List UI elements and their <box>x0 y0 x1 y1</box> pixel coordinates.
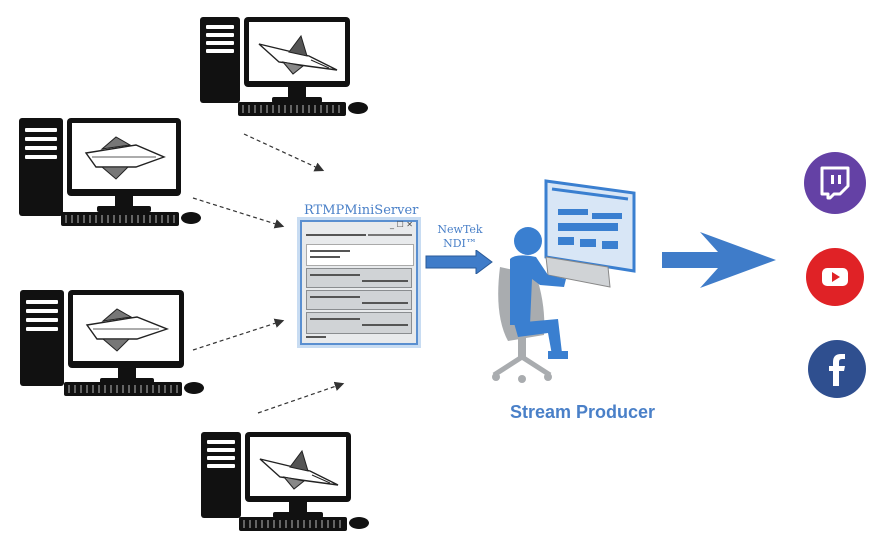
ndi-line1: NewTek <box>437 223 483 236</box>
output-arrow <box>662 232 776 288</box>
spaceship-icon <box>258 34 338 75</box>
keyboard <box>238 102 346 116</box>
stream-producer-label: Stream Producer <box>510 402 656 422</box>
spaceship-icon <box>259 449 339 490</box>
mouse <box>348 102 368 114</box>
monitor-screen <box>73 295 179 361</box>
dashed-arrow-2 <box>192 197 285 229</box>
computer-top <box>200 17 370 117</box>
computer-bottom <box>201 432 371 532</box>
rtmp-server-window: _ ☐ ✕ <box>300 220 418 345</box>
twitch-icon <box>804 152 866 214</box>
producer-person <box>510 227 568 359</box>
stream-producer-illustration <box>492 179 636 383</box>
monitor-screen <box>249 22 345 81</box>
tower <box>200 17 240 103</box>
ndi-arrow <box>425 250 493 274</box>
spaceship-icon <box>84 136 166 180</box>
dashed-arrow-4 <box>257 381 345 414</box>
producer-monitor <box>544 179 636 273</box>
facebook-icon <box>808 340 866 398</box>
monitor-screen <box>250 437 346 496</box>
dashed-arrow-3 <box>192 318 285 351</box>
server-title: RTMPMiniServer <box>304 203 419 218</box>
youtube-icon <box>806 248 864 306</box>
computer-left-upper <box>19 118 203 228</box>
spaceship-icon <box>85 308 170 352</box>
producer-keyboard <box>545 256 611 288</box>
monitor-screen <box>72 123 176 189</box>
ndi-label: NewTek NDI™ <box>430 223 490 251</box>
monitor <box>244 17 350 87</box>
window-controls: _ ☐ ✕ <box>390 220 413 229</box>
ndi-line2: NDI™ <box>443 237 477 250</box>
dashed-arrow-1 <box>243 133 325 172</box>
computer-left-lower <box>20 290 206 398</box>
